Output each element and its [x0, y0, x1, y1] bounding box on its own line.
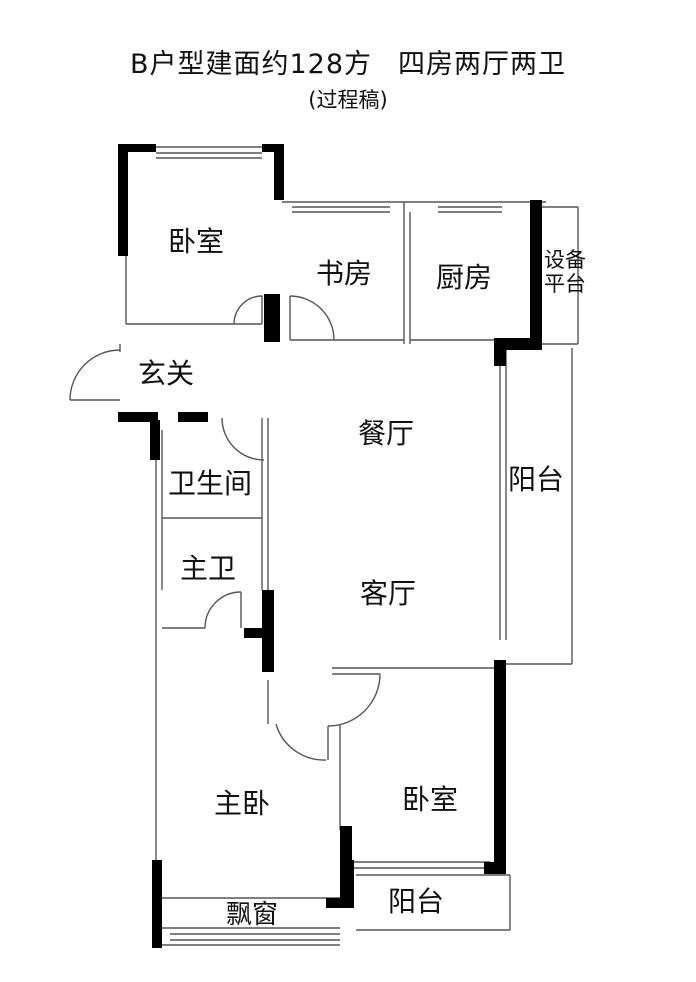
room-label-kitchen: 厨房: [436, 261, 493, 294]
room-label-balcony-east: 阳台: [508, 463, 565, 496]
room-label-bathroom: 卫生间: [168, 467, 253, 500]
plan-title-area: B户型建面约128方: [129, 49, 373, 80]
room-label-master-bath: 主卫: [180, 552, 237, 585]
thin-lines: [69, 146, 579, 946]
plan-title: B户型建面约128方四房两厅两卫: [0, 42, 696, 81]
room-label-bedroom-south: 卧室: [402, 783, 459, 816]
room-label-living: 客厅: [360, 577, 417, 610]
room-label-master-bedroom: 主卧: [214, 787, 271, 820]
equipment-line-2: 平台: [544, 272, 586, 297]
room-label-bedroom-north: 卧室: [168, 225, 225, 258]
plan-title-layout: 四房两厅两卫: [398, 49, 567, 80]
thick-walls: [118, 144, 542, 948]
room-label-study: 书房: [316, 257, 373, 290]
equipment-line-1: 设备: [544, 248, 586, 272]
room-label-foyer: 玄关: [138, 357, 195, 390]
room-label-balcony-south: 阳台: [388, 885, 445, 918]
room-label-equipment-platform: 设备 平台: [544, 248, 586, 296]
room-label-dining: 餐厅: [358, 417, 415, 450]
room-label-bay-window: 飘窗: [226, 900, 279, 930]
plan-subtitle: (过程稿): [308, 88, 388, 112]
